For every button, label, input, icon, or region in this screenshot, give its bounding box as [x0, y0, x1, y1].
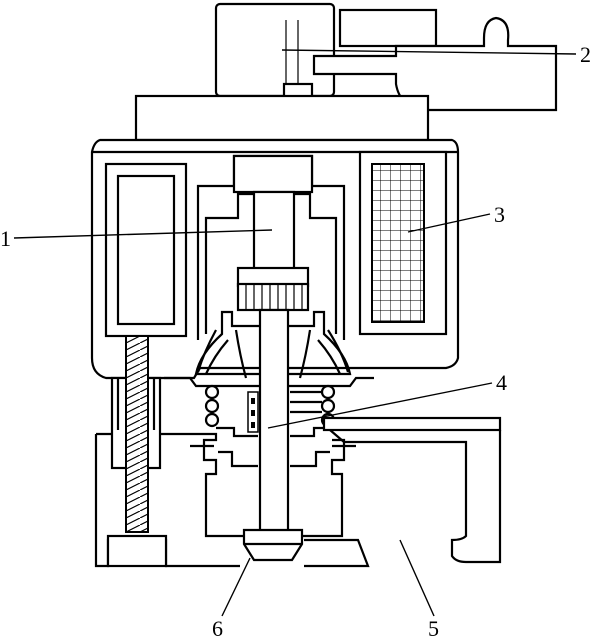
actuator-motor [214, 2, 558, 112]
label-3: 3 [494, 202, 505, 227]
label-1: 1 [0, 226, 11, 251]
label-4: 4 [496, 370, 507, 395]
label-6: 6 [212, 616, 223, 638]
valve-body [94, 416, 502, 568]
leader-lines [13, 49, 577, 617]
coil [358, 150, 448, 336]
diaphragm [194, 310, 352, 379]
label-5: 5 [428, 616, 439, 638]
label-2: 2 [580, 42, 591, 67]
upper-plate [134, 94, 430, 142]
adjusting-screw [106, 335, 168, 568]
